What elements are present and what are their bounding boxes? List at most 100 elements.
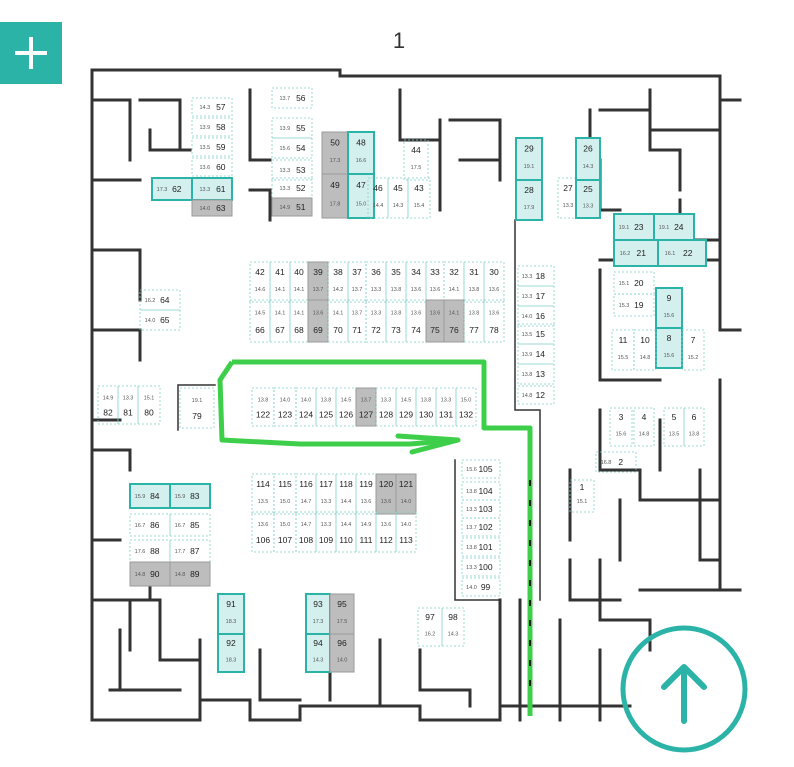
- compass-button[interactable]: [620, 625, 748, 753]
- parking-spot-37[interactable]: 13.737: [347, 261, 367, 303]
- parking-spot-75[interactable]: 13.675: [425, 299, 445, 343]
- parking-spot-98[interactable]: 14.398: [441, 607, 465, 647]
- parking-spot-25[interactable]: 13.325: [575, 179, 601, 219]
- parking-spot-93[interactable]: 17.393: [305, 593, 331, 635]
- parking-spot-50[interactable]: 17.350: [321, 131, 349, 175]
- parking-spot-42[interactable]: 14.642: [249, 261, 271, 303]
- parking-spot-5[interactable]: 13.55: [663, 407, 685, 447]
- parking-spot-49[interactable]: 17.849: [321, 173, 349, 219]
- parking-spot-45[interactable]: 14.345: [387, 177, 409, 219]
- parking-spot-95[interactable]: 17.595: [329, 593, 355, 635]
- parking-spot-32[interactable]: 14.132: [443, 261, 465, 303]
- parking-spot-8[interactable]: 15.68: [655, 327, 683, 369]
- parking-spot-3[interactable]: 15.63: [609, 407, 633, 447]
- parking-spot-44[interactable]: 17.544: [403, 139, 429, 181]
- parking-spot-77[interactable]: 13.877: [463, 299, 485, 343]
- parking-spot-28[interactable]: 17.928: [515, 179, 543, 221]
- parking-spot-10[interactable]: 14.810: [633, 329, 657, 371]
- parking-spot-40[interactable]: 14.140: [289, 261, 309, 303]
- parking-spot-66[interactable]: 14.566: [249, 299, 271, 343]
- parking-spot-81[interactable]: 13.381: [117, 385, 139, 425]
- parking-spot-31[interactable]: 13.831: [463, 261, 485, 303]
- parking-spot-26[interactable]: 14.326: [575, 137, 601, 181]
- parking-spot-43[interactable]: 15.443: [407, 177, 431, 219]
- parking-spot-72[interactable]: 13.372: [365, 299, 387, 343]
- parking-spot-74[interactable]: 13.674: [405, 299, 427, 343]
- parking-spot-92[interactable]: 18.392: [217, 633, 245, 673]
- parking-spot-41[interactable]: 14.141: [269, 261, 291, 303]
- parking-spot-79[interactable]: 19.179: [179, 387, 215, 429]
- parking-spot-30[interactable]: 13.630: [483, 261, 505, 303]
- parking-spot-34[interactable]: 13.634: [405, 261, 427, 303]
- parking-spot-29[interactable]: 19.129: [515, 137, 543, 181]
- parking-spot-91[interactable]: 18.391: [217, 593, 245, 635]
- parking-spot-35[interactable]: 13.835: [385, 261, 407, 303]
- parking-spot-47[interactable]: 15.047: [347, 173, 375, 219]
- add-button[interactable]: [0, 22, 62, 84]
- parking-spot-39[interactable]: 13.739: [307, 261, 329, 303]
- parking-spot-73[interactable]: 13.873: [385, 299, 407, 343]
- parking-spot-4[interactable]: 14.84: [633, 407, 655, 447]
- parking-spot-7[interactable]: 15.27: [681, 329, 705, 371]
- parking-spot-9[interactable]: 15.69: [655, 287, 683, 329]
- parking-spot-6[interactable]: 13.86: [683, 407, 705, 447]
- parking-spot-68[interactable]: 14.168: [289, 299, 309, 343]
- parking-spot-36[interactable]: 13.336: [365, 261, 387, 303]
- parking-spot-76[interactable]: 14.176: [443, 299, 465, 343]
- parking-spot-48[interactable]: 16.648: [347, 131, 375, 175]
